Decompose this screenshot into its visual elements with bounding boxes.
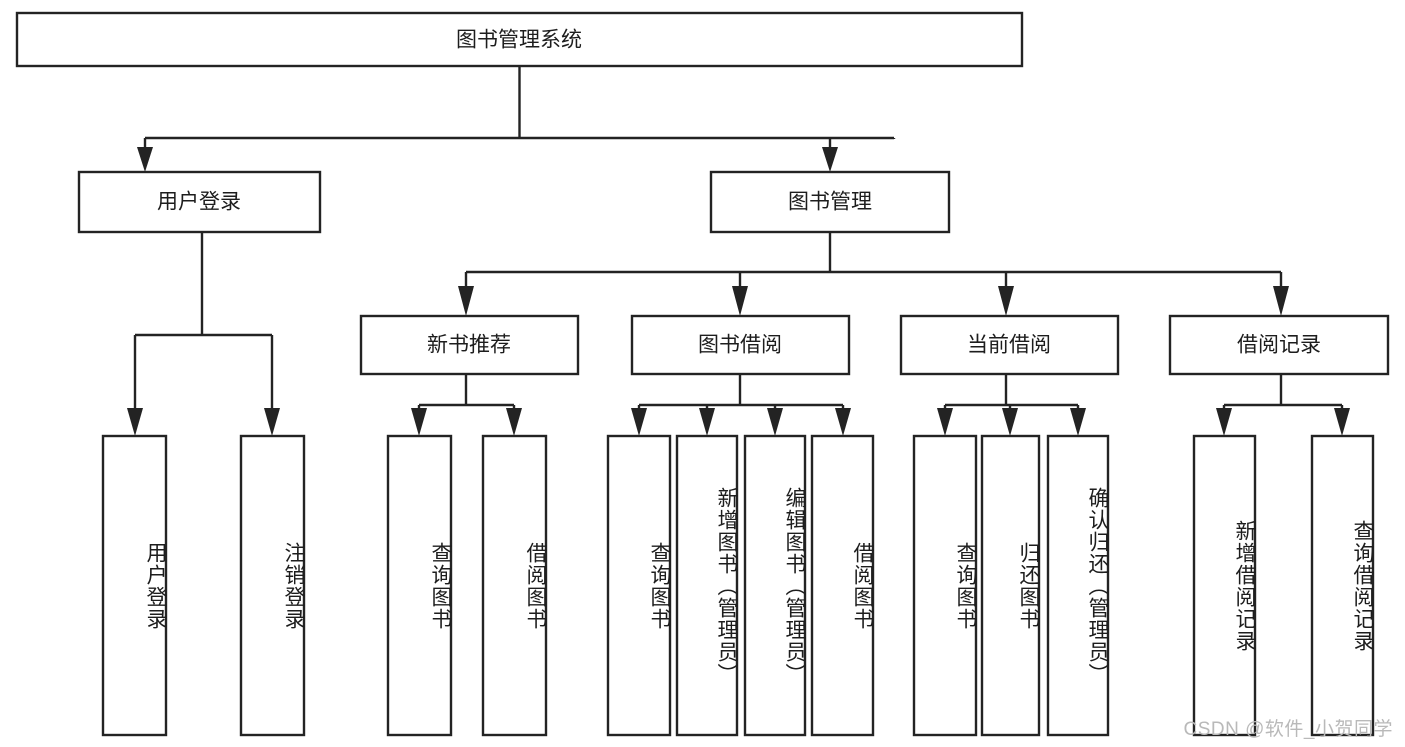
leaf-box-query-book-2[interactable]	[606, 434, 672, 737]
connector-currentborrow-to-leaves	[937, 374, 1086, 436]
arrow-head	[835, 408, 851, 436]
node-label: 图书管理系统	[456, 29, 582, 52]
connector-bookborrow-to-leaves	[631, 374, 851, 436]
connector-userlogin-to-leaves	[127, 232, 280, 436]
arrow-head	[506, 408, 522, 436]
node-box[interactable]	[77, 170, 322, 234]
leaf-box-user-login[interactable]	[101, 434, 168, 737]
node-root[interactable]: 图书管理系统	[15, 11, 1024, 68]
node-box[interactable]	[709, 170, 951, 234]
arrow-head	[1334, 408, 1350, 436]
node-box[interactable]	[630, 314, 851, 376]
leaf-box-query-record[interactable]	[1310, 434, 1375, 737]
node-book-borrow[interactable]: 图书借阅	[630, 314, 851, 376]
arrow-head	[631, 408, 647, 436]
leaf-box-query-book-1[interactable]	[386, 434, 453, 737]
arrow-head	[411, 408, 427, 436]
arrow-head	[1216, 408, 1232, 436]
leaf-box-borrow-book-2[interactable]	[810, 434, 875, 737]
arrow-head	[127, 408, 143, 436]
node-new-book-rec[interactable]: 新书推荐	[359, 314, 580, 376]
node-book-manage[interactable]: 图书管理	[709, 170, 951, 234]
node-current-borrow[interactable]: 当前借阅	[899, 314, 1120, 376]
node-box[interactable]	[1168, 314, 1390, 376]
leaf-box-add-book[interactable]	[675, 434, 739, 737]
arrow-head	[767, 408, 783, 436]
node-user-login[interactable]: 用户登录	[77, 170, 322, 234]
node-box[interactable]	[899, 314, 1120, 376]
arrow-head	[699, 408, 715, 436]
connector-newbookrec-to-leaves	[411, 374, 522, 436]
node-label: 图书管理	[788, 191, 872, 214]
connector-root-to-level1	[137, 66, 896, 172]
node-borrow-record[interactable]: 借阅记录	[1168, 314, 1390, 376]
node-label: 新书推荐	[427, 334, 511, 357]
node-label: 图书借阅	[698, 334, 782, 357]
csdn-watermark: CSDN @软件_小贺同学	[1183, 719, 1393, 740]
leaf-box-add-record[interactable]	[1192, 434, 1257, 737]
node-label: 借阅记录	[1237, 334, 1321, 357]
arrow-head	[998, 286, 1014, 316]
leaf-box-confirm-return[interactable]	[1046, 434, 1110, 737]
arrow-head	[264, 408, 280, 436]
leaf-box-return-book[interactable]	[980, 434, 1041, 737]
leaf-box-edit-book[interactable]	[743, 434, 807, 737]
node-box[interactable]	[359, 314, 580, 376]
leaf-box-borrow-book-1[interactable]	[481, 434, 548, 737]
connector-bookmanage-to-level2	[458, 232, 1289, 316]
leaf-box-user-logout[interactable]	[239, 434, 306, 737]
node-label: 用户登录	[157, 191, 241, 214]
connector-borrowrecord-to-leaves	[1216, 374, 1350, 436]
arrow-head	[137, 147, 153, 172]
arrow-head	[1002, 408, 1018, 436]
node-label: 当前借阅	[967, 334, 1051, 357]
arrow-head	[937, 408, 953, 436]
arrow-head	[732, 286, 748, 316]
leaf-box-query-book-3[interactable]	[912, 434, 978, 737]
arrow-head	[458, 286, 474, 316]
arrow-head	[822, 147, 838, 172]
arrow-head	[1070, 408, 1086, 436]
arrow-head	[1273, 286, 1289, 316]
node-box[interactable]	[15, 11, 1024, 68]
